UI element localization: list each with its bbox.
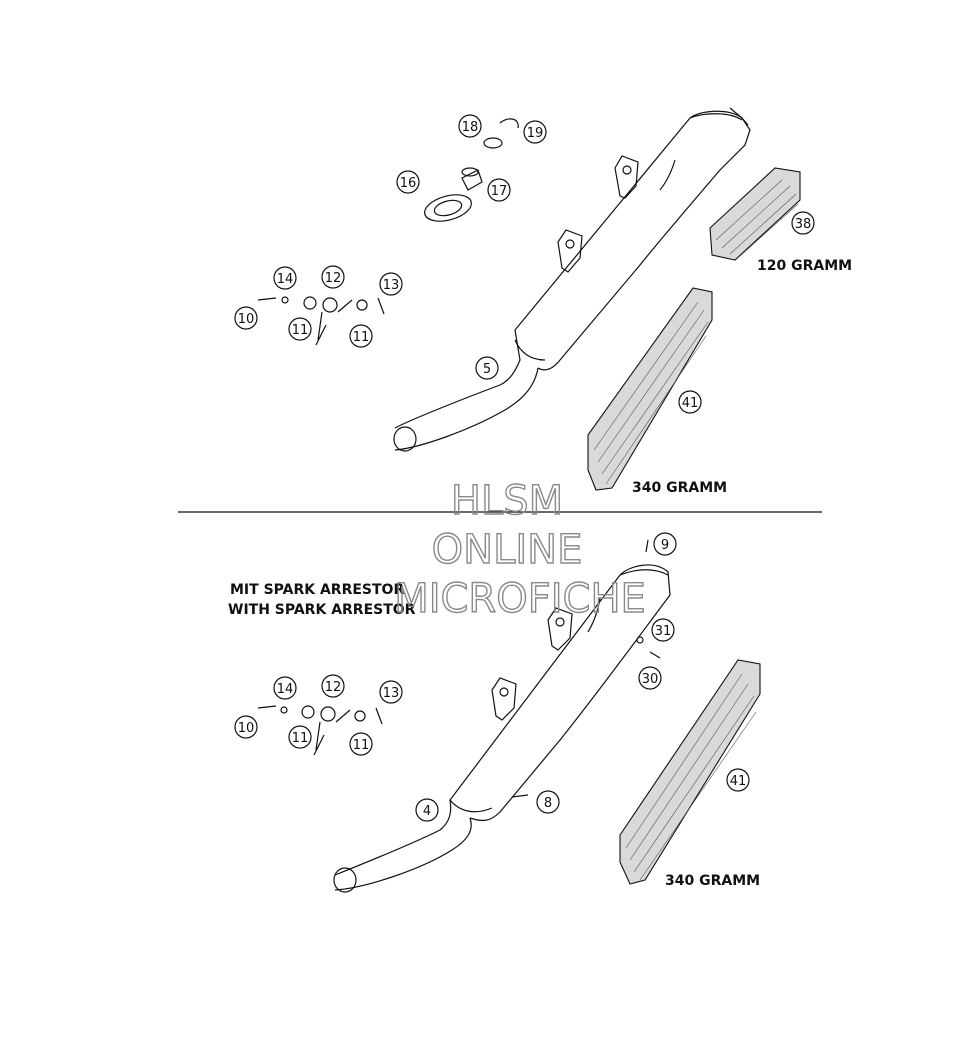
packing-pad-38	[709, 167, 801, 261]
callout-11-text: 11	[292, 323, 309, 338]
callout-16-text: 16	[400, 176, 417, 191]
callout-11: 11	[349, 324, 373, 348]
silencer-top	[393, 107, 751, 452]
callout-8-text: 8	[544, 796, 552, 811]
callout-30-text: 30	[642, 672, 659, 687]
callout-41: 41	[678, 390, 702, 414]
callout-5: 5	[475, 356, 499, 380]
variant-label-en: WITH SPARK ARRESTOR	[228, 602, 416, 618]
weight-label-340-bottom: 340 GRAMM	[665, 873, 760, 889]
callout-10-text: 10	[238, 721, 255, 736]
end-cap-parts	[424, 118, 519, 222]
callout-10: 10	[234, 715, 258, 739]
callout-41: 41	[726, 768, 750, 792]
callout-18: 18	[458, 114, 482, 138]
callout-4: 4	[415, 798, 439, 822]
callout-13: 13	[379, 680, 403, 704]
callout-13-text: 13	[383, 686, 400, 701]
callout-5-text: 5	[483, 362, 491, 377]
callout-12: 12	[321, 265, 345, 289]
callout-4-text: 4	[423, 804, 431, 819]
callout-8: 8	[536, 790, 560, 814]
watermark-line-1: HLSM	[451, 478, 563, 524]
weight-label-120: 120 GRAMM	[757, 258, 852, 274]
silencer-bottom	[333, 539, 671, 893]
callout-11-text: 11	[353, 330, 370, 345]
callout-11: 11	[288, 725, 312, 749]
callouts-top: 18 19 16 17 38 14 12 13 10 11 11 5 41	[234, 114, 815, 414]
callout-12: 12	[321, 674, 345, 698]
callout-11-text: 11	[353, 738, 370, 753]
watermark-line-3: MICROFICHE	[394, 576, 646, 622]
callout-19-text: 19	[527, 126, 544, 141]
weight-label-340-top: 340 GRAMM	[632, 480, 727, 496]
callout-14: 14	[273, 266, 297, 290]
callout-31-text: 31	[655, 624, 672, 639]
callout-10: 10	[234, 306, 258, 330]
bracket-hardware-bottom	[257, 705, 383, 756]
callout-19: 19	[523, 120, 547, 144]
callout-41-text: 41	[682, 396, 699, 411]
callout-17: 17	[487, 178, 511, 202]
callout-30: 30	[638, 666, 662, 690]
callout-16: 16	[396, 170, 420, 194]
callout-41-text: 41	[730, 774, 747, 789]
callout-13: 13	[379, 272, 403, 296]
callout-38-text: 38	[795, 217, 812, 232]
callout-17-text: 17	[491, 184, 508, 199]
callouts-bottom: 9 31 30 14 12 13 10 11 11 4 8 41	[234, 532, 750, 822]
callout-31: 31	[651, 618, 675, 642]
callout-14-text: 14	[277, 682, 294, 697]
callout-9: 9	[653, 532, 677, 556]
callout-12-text: 12	[325, 680, 342, 695]
watermark-line-2: ONLINE	[432, 527, 583, 573]
callout-14-text: 14	[277, 272, 294, 287]
packing-pad-41-top	[587, 287, 713, 491]
callout-38: 38	[791, 211, 815, 235]
watermark: HLSM ONLINE MICROFICHE	[393, 477, 646, 622]
packing-pad-41-bottom	[619, 659, 761, 885]
callout-13-text: 13	[383, 278, 400, 293]
callout-9-text: 9	[661, 538, 669, 553]
bottom-assembly	[257, 539, 761, 893]
callout-11-text: 11	[292, 731, 309, 746]
bracket-hardware-top	[257, 296, 385, 346]
callout-14: 14	[273, 676, 297, 700]
callout-10-text: 10	[238, 312, 255, 327]
variant-label-de: MIT SPARK ARRESTOR	[230, 582, 404, 598]
callout-11: 11	[288, 317, 312, 341]
callout-18-text: 18	[462, 120, 479, 135]
top-assembly	[257, 107, 801, 491]
callout-12-text: 12	[325, 271, 342, 286]
callout-11: 11	[349, 732, 373, 756]
